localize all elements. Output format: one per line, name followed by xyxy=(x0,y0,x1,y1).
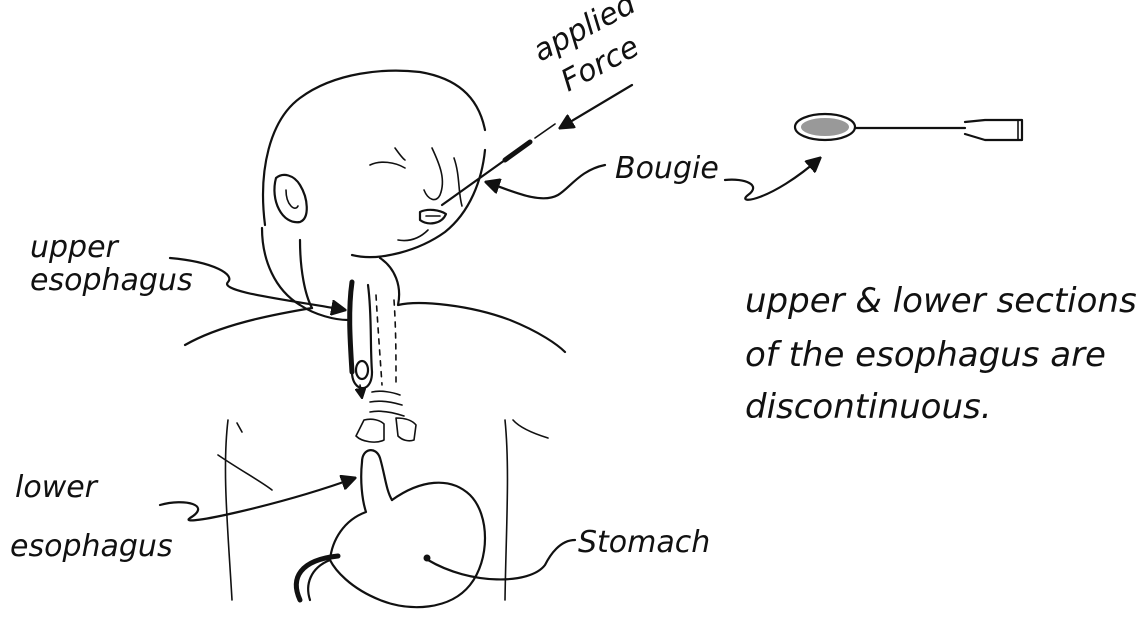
ear xyxy=(274,175,306,222)
bougie-label: Bougie xyxy=(615,151,719,186)
infant-head xyxy=(262,71,485,320)
stomach-leader-line xyxy=(428,540,575,579)
note-line2: of the esophagus are xyxy=(745,335,1106,375)
note-line3: discontinuous. xyxy=(745,387,992,427)
bougie-leader-arrow-left xyxy=(486,165,605,198)
bougie-leader-arrow-right xyxy=(725,158,820,200)
lower-esophagus-leader-arrow xyxy=(160,478,355,520)
upper-esophagus-pouch xyxy=(350,282,372,398)
lower-esophagus xyxy=(362,450,392,500)
upper-esophagus-leader-arrow xyxy=(170,258,345,310)
trachea xyxy=(356,295,416,442)
bougie-in-mouth xyxy=(442,85,632,205)
upper-esophagus-label-line1: upper xyxy=(30,230,120,265)
lower-esophagus-label-line2: esophagus xyxy=(10,529,173,564)
chin xyxy=(352,150,485,257)
note-line1: upper & lower sections xyxy=(745,281,1137,321)
eye xyxy=(370,162,405,168)
stomach xyxy=(296,450,485,607)
stomach-label: Stomach xyxy=(578,525,710,560)
lower-esophagus-label-line1: lower xyxy=(15,470,99,505)
upper-esophagus-label-line2: esophagus xyxy=(30,263,193,298)
nose xyxy=(424,148,442,200)
bougie-instrument xyxy=(795,114,1022,140)
